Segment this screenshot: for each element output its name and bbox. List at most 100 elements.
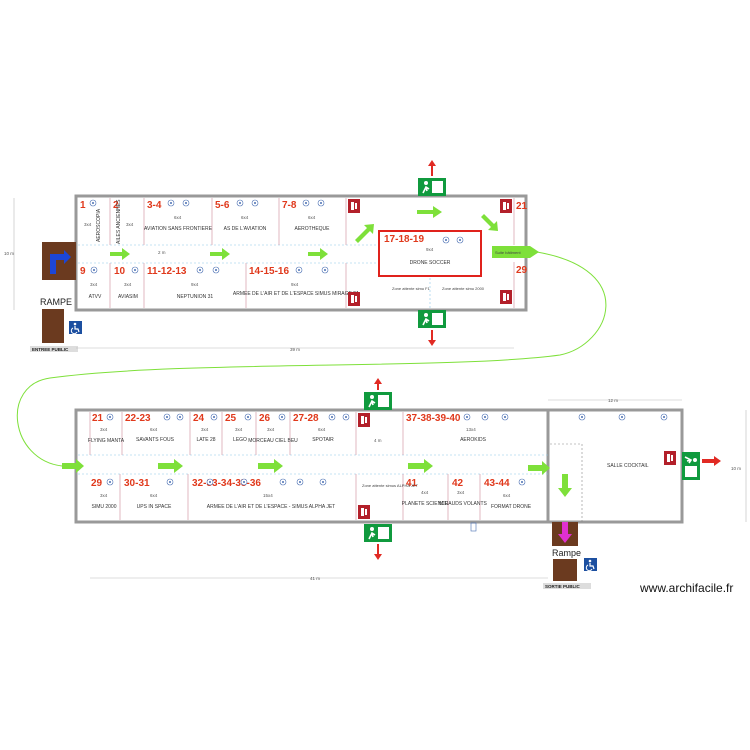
room-label: MIRAUDS VOLANTS: [439, 501, 487, 507]
room-size: 3x4: [124, 282, 132, 287]
room-number: 17-18-19: [384, 234, 424, 245]
room-label: ARMEE DE L'AIR ET DE L'ESPACE - SIMUS AL…: [207, 504, 335, 510]
extinguisher-icon: [358, 505, 370, 519]
suite-batiment-label: Suite bâtiment: [495, 250, 521, 255]
room-size: 3x4: [235, 427, 243, 432]
emergency-exit-icon: [681, 451, 701, 481]
room-number: 30-31: [124, 478, 150, 489]
salle-cocktail: [546, 408, 684, 524]
top-hall-top-row: 1 3x4 AEROSCOPIA 2 3x4 AILES ANCIENNES 3…: [80, 198, 347, 245]
accessibility-icon: [583, 557, 598, 572]
room-number: 7-8: [282, 200, 297, 211]
emergency-exit-icon: [417, 177, 447, 197]
entrance-ramp: [42, 242, 76, 280]
room-label: UPS IN SPACE: [137, 504, 172, 510]
top-hall-bottom-row: 9 3x4 ATVV 10 3x4 AVIASIM 11-12-13 9x4 N…: [80, 263, 359, 308]
emergency-exit-icon: [417, 309, 447, 329]
room-label: NEPTUNION 31: [177, 294, 214, 300]
ramp-floor: [553, 559, 577, 581]
room-size: 4x4: [421, 490, 429, 495]
room-number: 32-33-34-35-36: [192, 478, 261, 489]
extinguisher-icon: [348, 199, 360, 213]
exit-arrow-right: [702, 456, 721, 466]
extinguisher-icon: [664, 451, 676, 465]
dimension-length: 41 m: [310, 576, 320, 581]
extinguisher-icon: [358, 413, 370, 427]
circulation-arrows: [110, 206, 498, 260]
room-size: 3x4: [267, 427, 275, 432]
waiting-zone-2000: Zone attente simu 2000: [442, 286, 485, 291]
room-label: ATVV: [89, 294, 102, 300]
room-label: DRONE SOCCER: [410, 260, 451, 266]
room-number: 43-44: [484, 478, 510, 489]
circulation-arrows: [62, 459, 572, 497]
room-size: 3x4: [90, 282, 98, 287]
suite-batiment-arrow: [492, 246, 539, 258]
room-size: 15x4: [263, 493, 273, 498]
room-number: 27-28: [293, 413, 319, 424]
top-hall: 1 3x4 AEROSCOPIA 2 3x4 AILES ANCIENNES 3…: [4, 160, 539, 352]
room-number: 22-23: [125, 413, 151, 424]
room-size: 6x4: [241, 215, 249, 220]
emergency-exit-icon: [363, 523, 393, 543]
room-label: FLYING MANTA: [88, 438, 125, 444]
room-label: AVIATION SANS FRONTIERE: [144, 226, 213, 232]
room-size: 3x4: [84, 222, 92, 227]
extinguisher-icon: [500, 199, 512, 213]
room-label: SAVANTS FOUS: [136, 437, 175, 443]
room-size: 6x4: [308, 215, 316, 220]
room-number: 5-6: [215, 200, 230, 211]
accessibility-icon: [68, 320, 83, 335]
room-number: 11-12-13: [147, 266, 187, 277]
entrance-arrow: [50, 250, 71, 274]
room-size: 3x4: [100, 427, 108, 432]
room-number: 21: [92, 413, 104, 424]
bottom-hall-bottom-row: 29 3x4 SIMU 2000 30-31 6x4 UPS IN SPACE …: [91, 474, 532, 520]
ramp-floor: [42, 309, 64, 343]
exit-label: SORTIE PUBLIC: [545, 584, 581, 589]
circulation-path: [16, 251, 607, 467]
exit-arrow-down: [428, 330, 436, 346]
room-number: 14-15-16: [249, 266, 289, 277]
dimension-length: 39 m: [290, 347, 300, 352]
entrance-label: ENTREE PUBLIC: [32, 347, 69, 352]
room-number: 9: [80, 266, 86, 277]
dimension-height: 10 m: [731, 466, 741, 471]
room-number: 3-4: [147, 200, 162, 211]
room-size: 6x4: [150, 493, 158, 498]
room-size: 6x4: [150, 427, 158, 432]
room-label: FORMAT DRONE: [491, 504, 532, 510]
room-number: 42: [452, 478, 464, 489]
room-label: AS DE L'AVIATION: [224, 226, 267, 232]
room-number: 29: [91, 478, 103, 489]
room-size: 9x4: [291, 282, 299, 287]
room-number: 29: [516, 265, 528, 276]
exit-arrow-magenta: [558, 522, 572, 543]
salle-cocktail-label: SALLE COCKTAIL: [607, 463, 649, 469]
room-label: MORCEAU CIEL BEU: [248, 438, 298, 444]
room-size: 13x4: [466, 427, 476, 432]
room-label: AEROKIDS: [460, 437, 487, 443]
exit-arrow-up: [428, 160, 436, 176]
exit-arrow-up: [374, 378, 382, 390]
waiting-zone-alpha-jet: Zone attente simus ALPHA JET: [362, 483, 419, 488]
bottom-hall-top-row: 21 3x4 FLYING MANTA 22-23 6x4 SAVANTS FO…: [88, 412, 509, 455]
room-size: 6x4: [318, 427, 326, 432]
room-number: 21: [516, 201, 528, 212]
room-size: 6x4: [174, 215, 182, 220]
bottom-hall: 21 3x4 FLYING MANTA 22-23 6x4 SAVANTS FO…: [62, 378, 747, 589]
room-size: 9x4: [191, 282, 199, 287]
room-label: AVIASIM: [118, 294, 138, 300]
room-size: 3x4: [201, 427, 209, 432]
room-size: 3x4: [457, 490, 465, 495]
room-label: SIMU 2000: [91, 504, 116, 510]
room-label: AILES ANCIENNES: [116, 199, 122, 244]
room-number: 1: [80, 200, 86, 211]
ramp-label: Rampe: [552, 548, 581, 558]
room-label: LEGO: [233, 437, 247, 443]
exit-arrow-down: [374, 544, 382, 560]
room-label: LATE 28: [196, 437, 215, 443]
drone-soccer-area: [378, 230, 482, 277]
room-label: AEROSCOPIA: [96, 208, 102, 242]
